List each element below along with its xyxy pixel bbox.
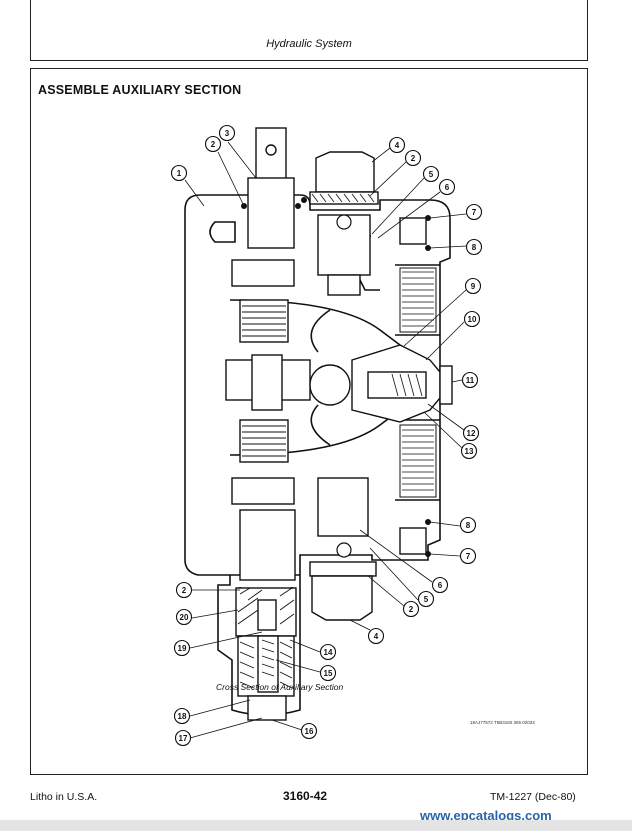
callout-9: 9: [471, 282, 476, 291]
footer-litho: Litho in U.S.A.: [30, 791, 98, 803]
callout-7: 7: [472, 208, 477, 217]
callout-7b: 7: [466, 552, 471, 561]
callout-13: 13: [465, 447, 474, 456]
callout-2d: 2: [182, 586, 187, 595]
callout-19: 19: [178, 644, 187, 653]
callout-12: 12: [467, 429, 476, 438]
callout-4b: 4: [374, 632, 379, 641]
callout-4: 4: [395, 141, 400, 150]
callout-5b: 5: [424, 595, 429, 604]
callout-2: 2: [211, 140, 216, 149]
callout-20: 20: [180, 613, 189, 622]
content-frame: ASSEMBLE AUXILIARY SECTION: [30, 68, 588, 775]
header-frame: Hydraulic System: [30, 0, 588, 61]
callout-11: 11: [466, 376, 475, 385]
callout-10: 10: [468, 315, 477, 324]
figure-code: 18AJ77572 T5B3160 365 02033: [470, 720, 535, 725]
callout-8b: 8: [466, 521, 471, 530]
callout-1: 1: [177, 169, 182, 178]
callout-15: 15: [324, 669, 333, 678]
callout-8: 8: [472, 243, 477, 252]
footer-page-number: 3160-42: [283, 789, 328, 803]
callout-17: 17: [179, 734, 188, 743]
callout-16: 16: [305, 727, 314, 736]
callout-3: 3: [225, 129, 230, 138]
watermark-link[interactable]: www.epcatalogs.com: [420, 808, 552, 823]
callout-2b: 2: [411, 154, 416, 163]
page-header-title: Hydraulic System: [266, 38, 352, 50]
section-title: ASSEMBLE AUXILIARY SECTION: [38, 83, 242, 97]
bottom-edge-strip: [0, 820, 632, 831]
callout-5: 5: [429, 170, 434, 179]
callout-6: 6: [445, 183, 450, 192]
callout-6b: 6: [438, 581, 443, 590]
callout-14: 14: [324, 648, 333, 657]
callout-2c: 2: [409, 605, 414, 614]
callout-18: 18: [178, 712, 187, 721]
footer-manual-id: TM-1227 (Dec-80): [490, 791, 576, 803]
figure-caption: Cross Section of Auxiliary Section: [216, 682, 344, 692]
